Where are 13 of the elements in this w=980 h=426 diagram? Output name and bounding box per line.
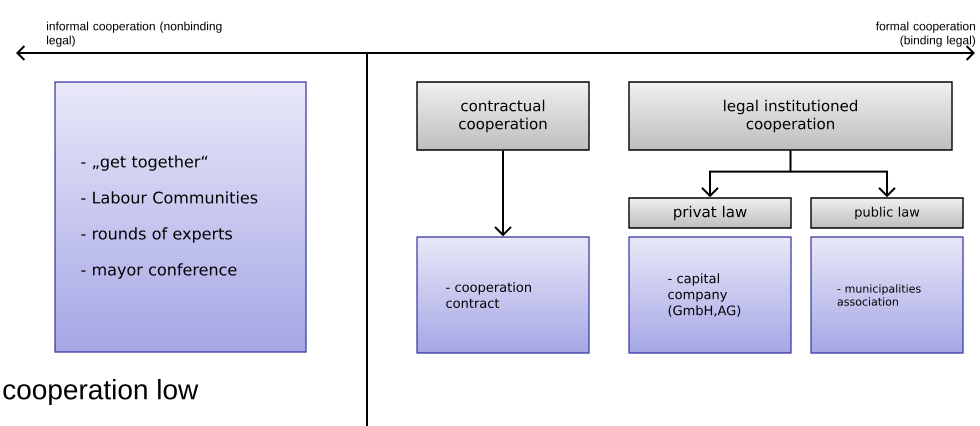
arrow: [790, 150, 896, 198]
side-label: cooperation low: [3, 378, 198, 406]
axis-label: formal cooperation (binding legal): [876, 22, 976, 47]
category-box: privat law: [628, 197, 792, 229]
example-box: - cooperation contract: [416, 236, 590, 354]
category-box: contractual cooperation: [416, 81, 590, 151]
category-box: legal institutioned cooperation: [628, 81, 953, 151]
example-box: - municipalities association: [810, 236, 964, 354]
list-box: - „get together“ - Labour Communities - rounds of experts - mayor conference: [54, 81, 307, 353]
arrow: [494, 150, 512, 236]
axis-label: informal cooperation (nonbinding legal): [47, 22, 222, 47]
category-box: public law: [810, 197, 964, 229]
example-box: - capital company (GmbH,AG): [628, 236, 792, 354]
